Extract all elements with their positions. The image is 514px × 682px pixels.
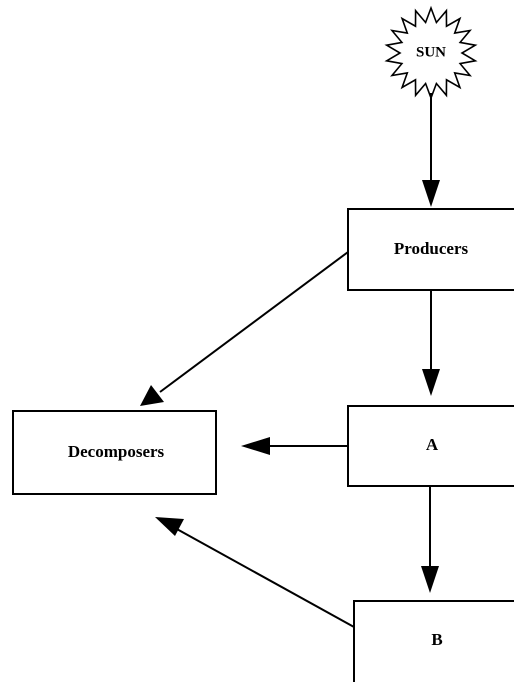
producers-box <box>347 208 514 291</box>
b-to-decomposers-arrow <box>155 517 355 628</box>
b-label: B <box>431 630 442 649</box>
decomposers-label: Decomposers <box>68 442 165 461</box>
producers-node: Producers <box>347 208 514 291</box>
a-label: A <box>426 435 439 454</box>
a-node: A <box>347 405 514 487</box>
a-box <box>347 405 514 487</box>
decomposers-box <box>12 410 217 495</box>
sun-label: SUN <box>416 44 446 60</box>
sun-to-producers-arrow <box>422 93 440 207</box>
producers-to-a-arrow <box>422 290 440 396</box>
b-node: B <box>353 600 514 682</box>
producers-label: Producers <box>394 239 469 258</box>
b-box <box>353 600 514 682</box>
decomposers-node: Decomposers <box>12 410 217 495</box>
a-to-b-arrow <box>421 486 439 593</box>
producers-to-decomposers-arrow <box>140 251 349 406</box>
sun-node: SUN <box>384 5 478 101</box>
a-to-decomposers-arrow <box>241 437 348 455</box>
